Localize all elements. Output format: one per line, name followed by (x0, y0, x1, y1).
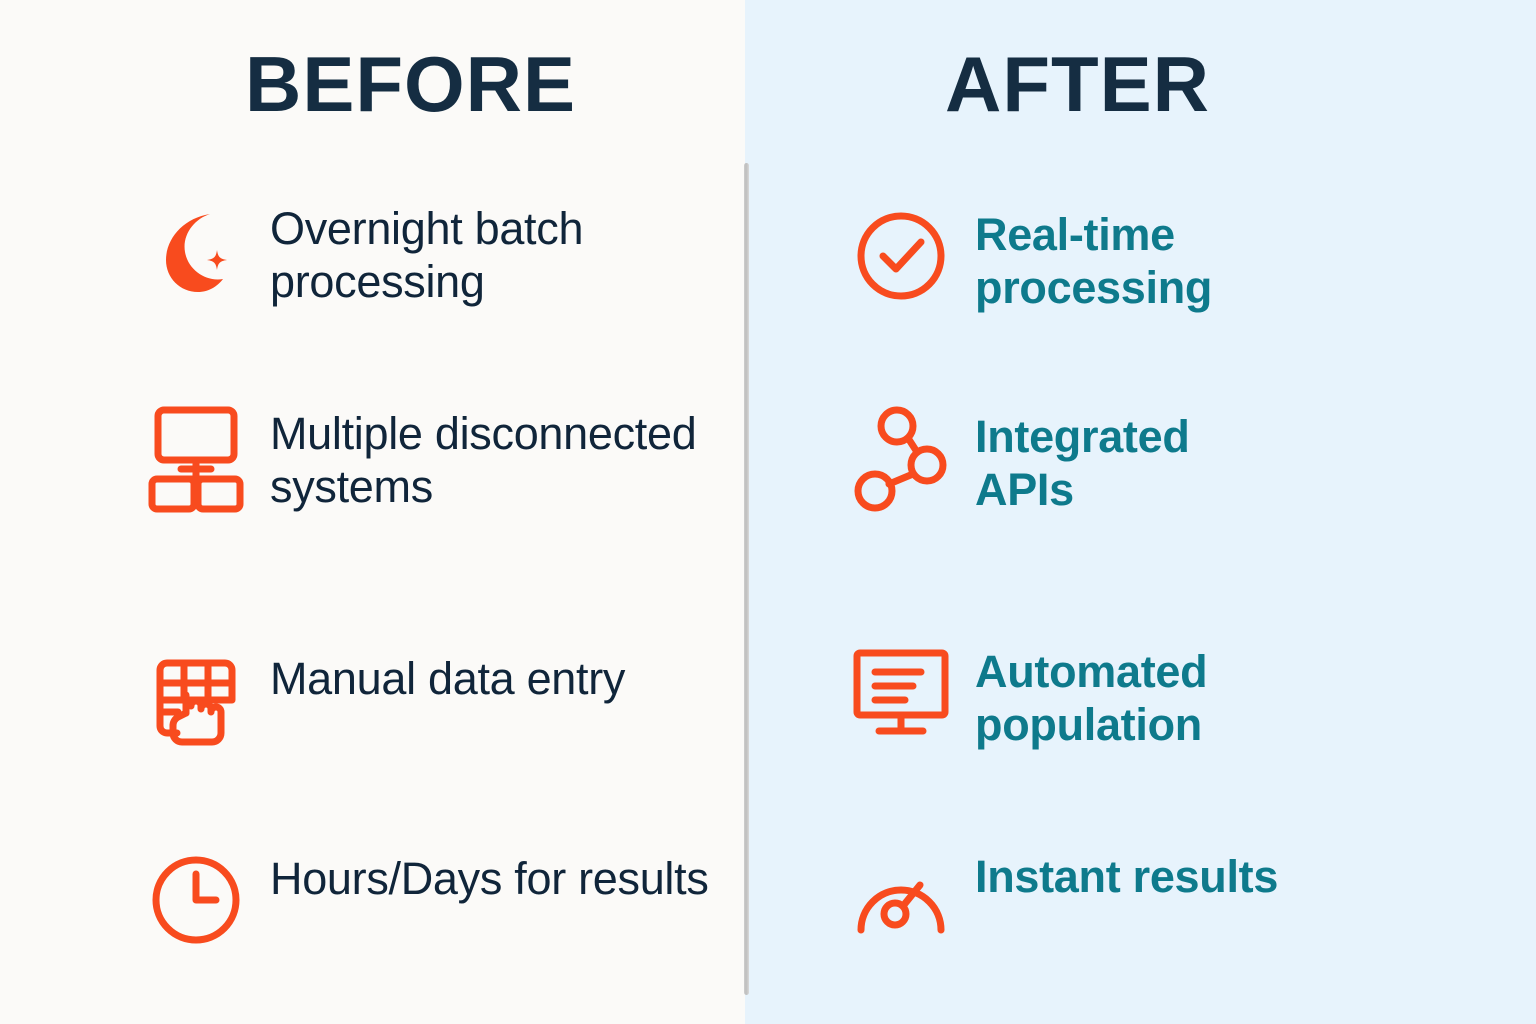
list-item-label: Multiple disconnected systems (270, 408, 697, 513)
list-item: Integrated APIs (853, 406, 1295, 516)
before-heading: BEFORE (245, 40, 577, 128)
list-item: Real-time processing (853, 208, 1295, 314)
list-item: Instant results (853, 850, 1278, 946)
after-panel: AFTER Real-time processing (745, 0, 1536, 1024)
before-panel: BEFORE Overnight batch processing (0, 0, 745, 1024)
disconnected-monitors-icon (148, 406, 244, 513)
monitor-lines-icon (853, 645, 949, 741)
list-item-label: Automated population (975, 646, 1208, 751)
list-item: Manual data entry (148, 652, 625, 748)
crescent-moon-icon (148, 202, 244, 298)
list-item: Overnight batch processing (148, 202, 740, 308)
list-item-label: Manual data entry (270, 653, 626, 704)
list-item-label: Overnight batch processing (270, 203, 584, 308)
after-heading: AFTER (945, 40, 1210, 128)
list-item-label: Instant results (975, 851, 1279, 902)
clock-icon (148, 852, 244, 948)
check-circle-icon (853, 208, 949, 304)
list-item: Automated population (853, 645, 1295, 751)
spreadsheet-hand-icon (148, 652, 244, 748)
list-item-label: Integrated APIs (975, 411, 1190, 516)
gauge-icon (853, 850, 949, 946)
list-item: Hours/Days for results (148, 852, 709, 948)
list-item: Multiple disconnected systems (148, 406, 740, 513)
panel-divider (744, 163, 749, 995)
list-item-label: Real-time processing (975, 209, 1213, 314)
list-item-label: Hours/Days for results (270, 853, 709, 904)
share-nodes-icon (853, 406, 949, 512)
